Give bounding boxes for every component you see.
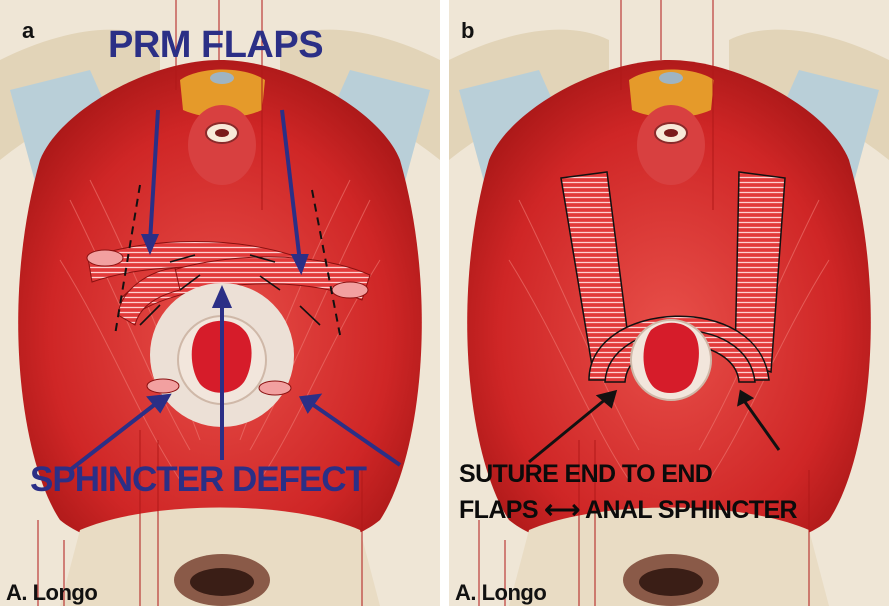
pelvic-floor-illustration-a [0, 0, 440, 606]
prm-flaps-title: PRM FLAPS [108, 24, 323, 67]
anal-sphincter-label: ANAL SPHINCTER [585, 496, 797, 524]
sphincter-defect-label: SPHINCTER DEFECT [30, 460, 366, 500]
panel-a-letter: a [22, 18, 34, 44]
flaps-label: FLAPS [459, 496, 538, 524]
panel-b: b SUTURE END TO END FLAPS ⟷ ANAL SPHINCT… [449, 0, 889, 606]
panel-b-credit: A. Longo [455, 580, 546, 606]
panel-a: a PRM FLAPS SPHINCTER DEFECT A. Longo [0, 0, 440, 606]
left-right-arrow-icon: ⟷ [544, 496, 579, 524]
suture-caption-line1: SUTURE END TO END [459, 460, 712, 489]
panel-a-credit: A. Longo [6, 580, 97, 606]
suture-caption-line2: FLAPS ⟷ ANAL SPHINCTER [459, 495, 797, 525]
panel-b-letter: b [461, 18, 474, 44]
